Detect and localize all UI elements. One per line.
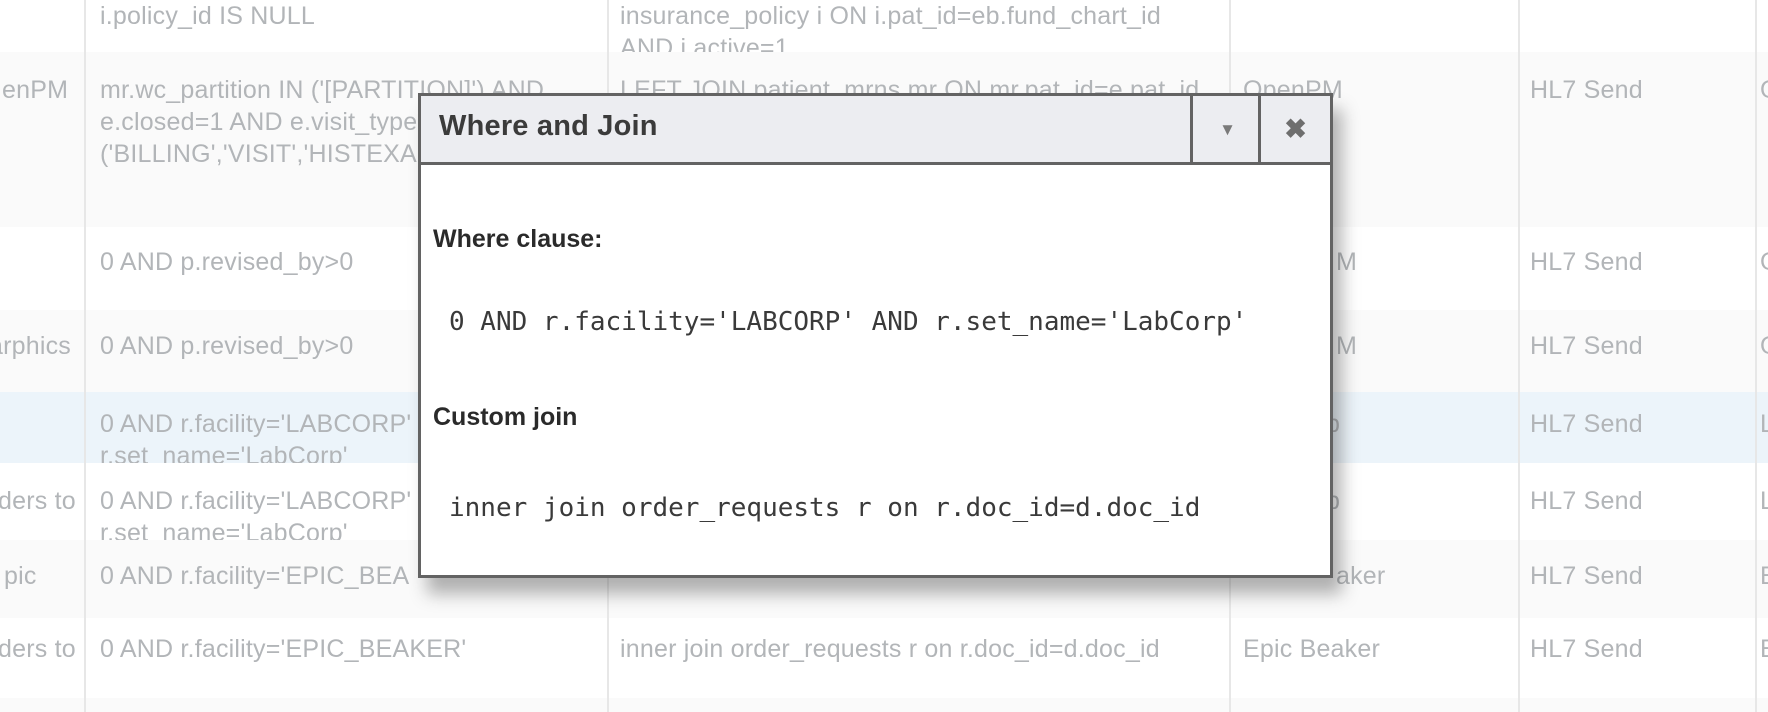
- dialog-header[interactable]: Where and Join ▼ ✖: [421, 96, 1330, 165]
- where-clause-cell: 0 AND r.facility='EPIC_BEAKER': [100, 635, 467, 663]
- join-clause-cell: insurance_policy i ON i.pat_id=eb.fund_c…: [620, 2, 1161, 30]
- edge-column-fragment: O: [1760, 74, 1768, 106]
- table-row[interactable]: [0, 0, 1768, 52]
- where-clause-cell: 0 AND r.facility='EPIC_BEA: [100, 562, 410, 590]
- system-cell-fragment: aker: [1336, 562, 1386, 590]
- row-name-fragment: ders to: [0, 635, 76, 663]
- collapse-button[interactable]: ▼: [1190, 96, 1262, 162]
- action-cell: HL7 Send: [1530, 76, 1643, 104]
- edge-column-fragment: E: [1760, 633, 1768, 665]
- row-name-fragment: arphics: [0, 332, 71, 360]
- edge-column-fragment: L: [1760, 410, 1768, 438]
- close-button[interactable]: ✖: [1258, 96, 1330, 162]
- table-row[interactable]: [0, 618, 1768, 698]
- column-divider: [84, 0, 86, 712]
- where-clause-value: 0 AND r.facility='LABCORP' AND r.set_nam…: [449, 307, 1248, 337]
- table-row[interactable]: [0, 698, 1768, 712]
- row-name-fragment: enPM: [2, 76, 69, 104]
- action-cell: HL7 Send: [1530, 562, 1643, 590]
- row-name-fragment: pic: [4, 562, 37, 590]
- where-clause-cell: ('BILLING','VISIT','HISTEXA: [100, 140, 417, 168]
- edge-column-fragment: O: [1760, 246, 1768, 278]
- action-cell: HL7 Send: [1530, 635, 1643, 663]
- where-clause-cell: 0 AND p.revised_by>0: [100, 248, 354, 276]
- custom-join-value: inner join order_requests r on r.doc_id=…: [449, 493, 1201, 523]
- action-cell: HL7 Send: [1530, 248, 1643, 276]
- where-clause-cell: 0 AND r.facility='LABCORP': [100, 487, 412, 515]
- system-cell: Epic Beaker: [1243, 635, 1380, 663]
- action-cell: HL7 Send: [1530, 487, 1643, 515]
- join-clause-cell: inner join order_requests r on r.doc_id=…: [620, 635, 1160, 663]
- column-divider: [1518, 0, 1520, 712]
- close-icon: ✖: [1284, 113, 1307, 144]
- column-divider: [1755, 0, 1757, 712]
- chevron-down-icon: ▼: [1219, 119, 1236, 139]
- system-cell-fragment: M: [1336, 248, 1358, 276]
- edge-column-fragment: L: [1760, 487, 1768, 515]
- action-cell: HL7 Send: [1530, 332, 1643, 360]
- edge-column-fragment: E: [1760, 560, 1768, 592]
- where-clause-cell: i.policy_id IS NULL: [100, 2, 316, 30]
- where-and-join-dialog: Where and Join ▼ ✖ Where clause: 0 AND r…: [418, 93, 1333, 578]
- custom-join-label: Custom join: [433, 403, 578, 431]
- where-clause-cell: 0 AND p.revised_by>0: [100, 332, 354, 360]
- dialog-title: Where and Join: [439, 110, 658, 142]
- row-name-fragment: ders to: [0, 487, 76, 515]
- where-clause-cell: 0 AND r.facility='LABCORP': [100, 410, 412, 438]
- where-clause-cell: e.closed=1 AND e.visit_type: [100, 108, 418, 136]
- where-clause-label: Where clause:: [433, 225, 603, 253]
- edge-column-fragment: O: [1760, 330, 1768, 362]
- system-cell-fragment: M: [1336, 332, 1358, 360]
- action-cell: HL7 Send: [1530, 410, 1643, 438]
